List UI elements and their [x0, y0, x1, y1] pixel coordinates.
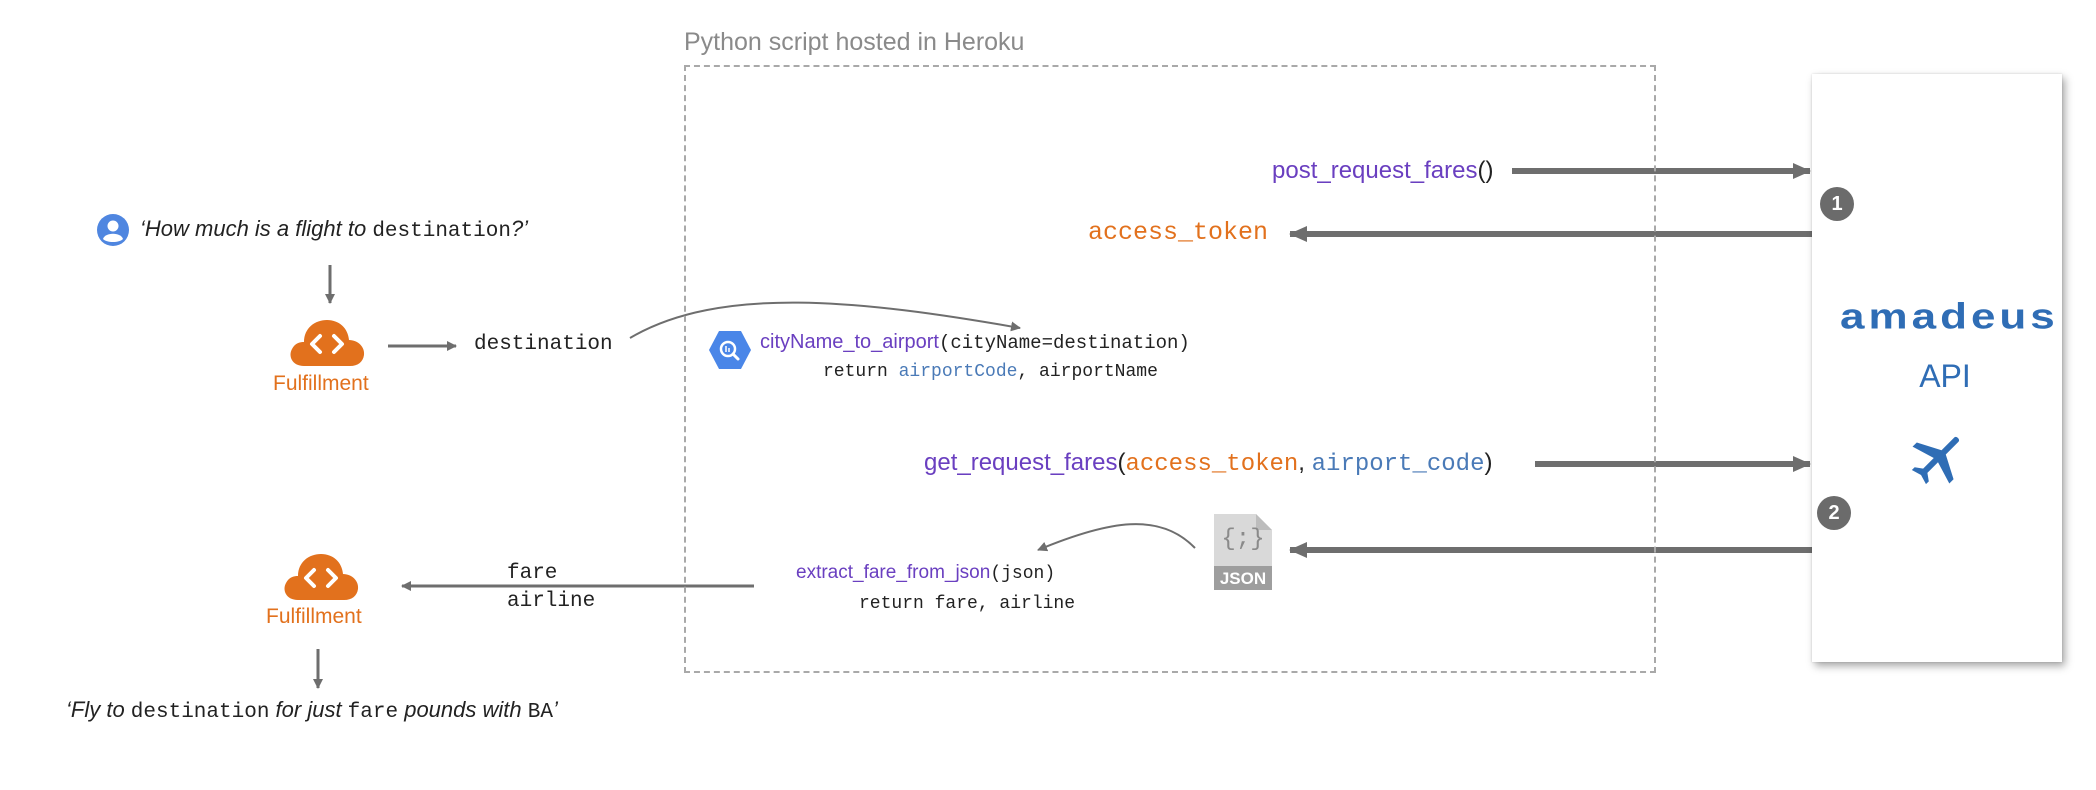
- airplane-icon: [1908, 428, 1968, 493]
- extract-return: return fare, airline: [859, 594, 1076, 614]
- extract-args: (json): [990, 564, 1056, 584]
- answer-p1: ‘Fly to: [66, 697, 131, 722]
- fulfillment-cloud-icon: [288, 314, 366, 373]
- fulfillment-bottom-label: Fulfillment: [266, 605, 362, 628]
- get-request-fn: get_request_fares: [924, 449, 1118, 476]
- destination-variable: destination: [474, 333, 613, 356]
- city-lookup-return-kw: return: [823, 362, 899, 382]
- user-question-prefix: ‘How much is a flight to: [140, 216, 373, 241]
- answer-v1: destination: [130, 701, 270, 724]
- step-badge-2: 2: [1817, 496, 1851, 530]
- get-request-close: ): [1484, 449, 1493, 476]
- get-request-arg-token: access_token: [1125, 451, 1299, 478]
- get-request-arg-airport: airport_code: [1311, 451, 1485, 478]
- json-file-label: JSON: [1219, 569, 1267, 588]
- amadeus-api-panel: [1812, 74, 2062, 662]
- answer-p4: ’: [552, 697, 558, 722]
- city-lookup-return-airportcode: airportCode: [898, 362, 1018, 382]
- post-request-parens: (): [1477, 157, 1494, 184]
- answer-v3: BA: [527, 701, 553, 724]
- fulfillment-top-label: Fulfillment: [273, 372, 369, 395]
- heroku-box-title: Python script hosted in Heroku: [684, 28, 1025, 56]
- post-request-fn: post_request_fares: [1272, 157, 1478, 184]
- user-question: ‘How much is a flight to destination?’: [140, 216, 528, 243]
- api-label: API: [1919, 358, 1971, 394]
- extract-call: extract_fare_from_json(json): [796, 562, 1055, 584]
- get-request-sep: ,: [1298, 449, 1312, 476]
- destination-to-lookup-arrow: [629, 301, 1021, 339]
- access-token-label: access_token: [1088, 218, 1269, 247]
- output-airline: airline: [507, 590, 596, 613]
- city-lookup-return: return airportCode, airportName: [823, 362, 1158, 382]
- post-request-call: post_request_fares(): [1272, 157, 1493, 185]
- bigquery-hex-icon: [708, 330, 752, 375]
- user-question-suffix: ?’: [510, 216, 529, 241]
- answer-v2: fare: [347, 701, 399, 724]
- answer-text: ‘Fly to destination for just fare pounds…: [66, 697, 558, 724]
- city-lookup-call: cityName_to_airport(cityName=destination…: [760, 331, 1190, 354]
- json-to-extract-arrow: [1037, 523, 1196, 552]
- city-lookup-return-rest: , airportName: [1017, 362, 1158, 382]
- user-question-var: destination: [372, 220, 511, 243]
- user-avatar-icon: [97, 214, 129, 251]
- city-lookup-fn: cityName_to_airport: [760, 331, 939, 353]
- amadeus-logo: amadeus: [1840, 296, 2059, 337]
- get-request-open: (: [1117, 449, 1126, 476]
- extract-fn: extract_fare_from_json: [796, 562, 991, 583]
- output-fare: fare: [507, 562, 558, 585]
- json-file-braces: {;}: [1221, 526, 1265, 553]
- answer-p2: for just: [269, 697, 348, 722]
- answer-p3: pounds with: [398, 697, 528, 722]
- json-file-icon: {;} JSON: [1212, 512, 1274, 592]
- heroku-script-box: [684, 65, 1656, 673]
- get-request-call: get_request_fares(access_token, airport_…: [924, 449, 1492, 478]
- city-lookup-args: (cityName=destination): [938, 332, 1190, 354]
- step-badge-1: 1: [1820, 187, 1854, 221]
- fulfillment-cloud-icon: [282, 548, 360, 607]
